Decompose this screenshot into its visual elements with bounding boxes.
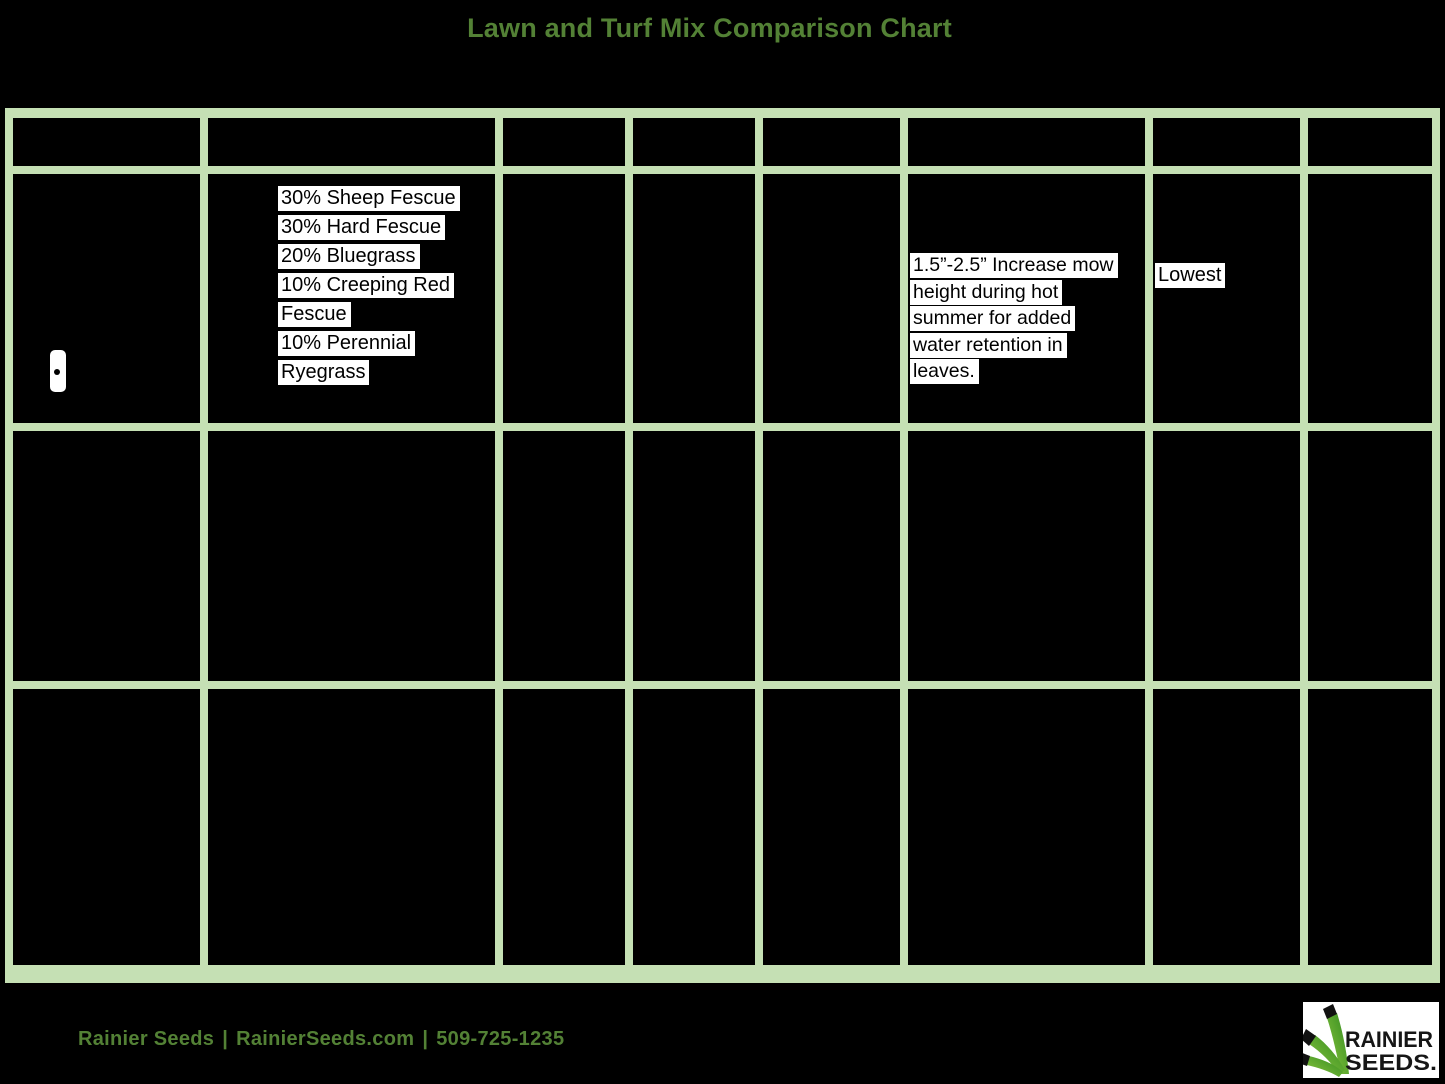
logo-text-seeds: SEEDS. (1345, 1050, 1437, 1075)
table-cell (908, 689, 1145, 965)
obscured-text-fragment (50, 350, 66, 392)
rainier-seeds-logo: RAINIER SEEDS. (1298, 1002, 1439, 1078)
header-cell (208, 118, 495, 166)
maintenance-level-text: Lowest (1155, 263, 1226, 288)
footer-contact-line: Rainier Seeds | RainierSeeds.com | 509-725-1… (78, 1028, 564, 1051)
mow-height-note-text: 1.5”-2.5” Increase mow height during hot… (910, 253, 1118, 384)
page-title: Lawn and Turf Mix Comparison Chart (467, 13, 952, 43)
footer-website: RainierSeeds.com (236, 1028, 415, 1050)
table-cell (763, 689, 900, 965)
footer-separator: | (222, 1028, 229, 1050)
table-cell (13, 174, 200, 423)
list-item: 10% Creeping Red Fescue (278, 273, 454, 327)
header-cell (13, 118, 200, 166)
table-cell-maintenance: Lowest (1153, 174, 1300, 423)
footer-company: Rainier Seeds (78, 1028, 215, 1050)
header-cell (1308, 118, 1432, 166)
table-cell (13, 431, 200, 681)
table-cell (208, 431, 495, 681)
leaf-blades-icon (1298, 1004, 1349, 1077)
table-cell (1308, 689, 1432, 965)
header-cell (633, 118, 755, 166)
table-cell-mow-height: 1.5”-2.5” Increase mow height during hot… (908, 174, 1145, 423)
fragment-dot (54, 369, 60, 375)
table-cell (633, 174, 755, 423)
header-cell (503, 118, 625, 166)
table-cell (208, 689, 495, 965)
footer-phone: 509-725-1235 (436, 1028, 565, 1050)
table-cell (503, 174, 625, 423)
list-item: 20% Bluegrass (278, 244, 420, 269)
mow-height-note: 1.5”-2.5” Increase mow height during hot… (910, 252, 1118, 385)
comparison-table: 30% Sheep Fescue 30% Hard Fescue 20% Blueg… (5, 108, 1440, 983)
header-cell (908, 118, 1145, 166)
table-cell (1308, 431, 1432, 681)
table-cell (763, 431, 900, 681)
table-cell-mix-composition: 30% Sheep Fescue 30% Hard Fescue 20% Blueg… (208, 174, 495, 423)
list-item: 30% Hard Fescue (278, 215, 446, 240)
header-cell (763, 118, 900, 166)
maintenance-level: Lowest (1155, 263, 1226, 288)
header-cell (1153, 118, 1300, 166)
table-cell (1308, 174, 1432, 423)
logo-text-rainier: RAINIER (1345, 1027, 1433, 1052)
list-item: 10% Perennial Ryegrass (278, 331, 416, 385)
footer-separator: | (422, 1028, 429, 1050)
table-cell (763, 174, 900, 423)
mix-composition-list: 30% Sheep Fescue 30% Hard Fescue 20% Blueg… (278, 184, 470, 387)
table-cell (13, 689, 200, 965)
table-cell (633, 431, 755, 681)
table-cell (503, 431, 625, 681)
table-cell (1153, 689, 1300, 965)
list-item: 30% Sheep Fescue (278, 186, 460, 211)
table-cell (1153, 431, 1300, 681)
table-cell (503, 689, 625, 965)
table-cell (908, 431, 1145, 681)
rainier-seeds-logo-graphic: RAINIER SEEDS. (1298, 1004, 1437, 1077)
table-cell (633, 689, 755, 965)
